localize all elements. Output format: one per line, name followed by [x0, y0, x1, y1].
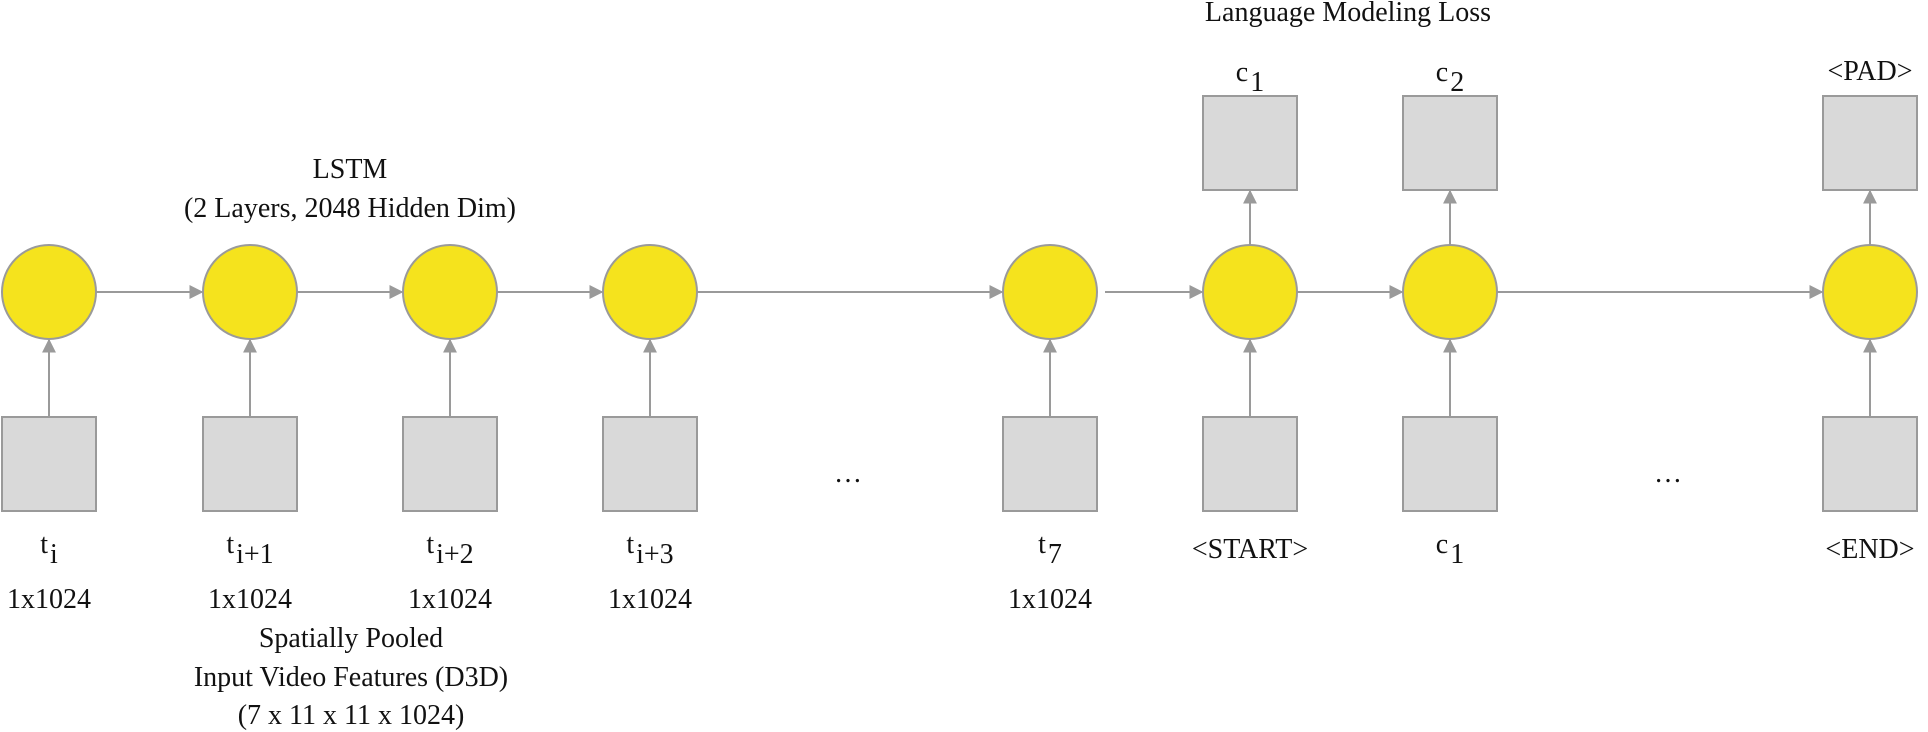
lstm-node [1002, 244, 1098, 340]
lstm-node [1, 244, 97, 340]
input-token-label: ti+3 [626, 529, 673, 570]
lstm-node [402, 244, 498, 340]
input-token-label: t7 [1038, 529, 1062, 570]
features-caption-line1: Spatially Pooled [259, 623, 443, 654]
lstm-node [1402, 244, 1498, 340]
output-token-label: c1 [1236, 57, 1264, 98]
output-token-label: c2 [1436, 57, 1464, 98]
output-boxes [1202, 95, 1918, 191]
input-feature-box [1822, 416, 1918, 512]
input-feature-box [402, 416, 498, 512]
output-token-box [1822, 95, 1918, 191]
output-token-box [1402, 95, 1498, 191]
input-size-label: 1x1024 [608, 584, 692, 615]
ellipsis-left: … [834, 458, 862, 489]
loss-title: Language Modeling Loss [1205, 0, 1491, 28]
lstm-node [1822, 244, 1918, 340]
input-size-label: 1x1024 [408, 584, 492, 615]
lstm-nodes [1, 244, 1918, 340]
input-boxes [1, 416, 1918, 512]
input-labels: ti 1x1024 ti+1 1x1024 ti+2 1x1024 ti+3 1x1024 t7… [7, 529, 1915, 615]
input-token-label: ti+2 [426, 529, 473, 570]
lstm-subtitle: (2 Layers, 2048 Hidden Dim) [184, 193, 516, 224]
features-caption-line3: (7 x 11 x 11 x 1024) [238, 700, 465, 731]
input-feature-box [1002, 416, 1098, 512]
input-feature-box [1, 416, 97, 512]
features-caption-line2: Input Video Features (D3D) [194, 662, 508, 693]
input-token-label: ti+1 [226, 529, 273, 570]
input-feature-box [202, 416, 298, 512]
ellipsis-right: … [1654, 458, 1682, 489]
input-token-label: c1 [1436, 529, 1464, 570]
input-token-label: <END> [1825, 534, 1914, 565]
lstm-node [602, 244, 698, 340]
output-labels: c1 c2 <PAD> [1236, 56, 1913, 98]
input-size-label: 1x1024 [1008, 584, 1092, 615]
input-feature-box [1402, 416, 1498, 512]
input-feature-box [1202, 416, 1298, 512]
output-token-label: <PAD> [1827, 56, 1912, 87]
lstm-node [202, 244, 298, 340]
input-size-label: 1x1024 [208, 584, 292, 615]
lstm-title: LSTM [313, 154, 388, 185]
input-token-label: ti [40, 529, 58, 570]
output-token-box [1202, 95, 1298, 191]
input-size-label: 1x1024 [7, 584, 91, 615]
lstm-node [1202, 244, 1298, 340]
input-feature-box [602, 416, 698, 512]
connection-arrows [42, 189, 1877, 417]
input-token-label: <START> [1192, 534, 1308, 565]
